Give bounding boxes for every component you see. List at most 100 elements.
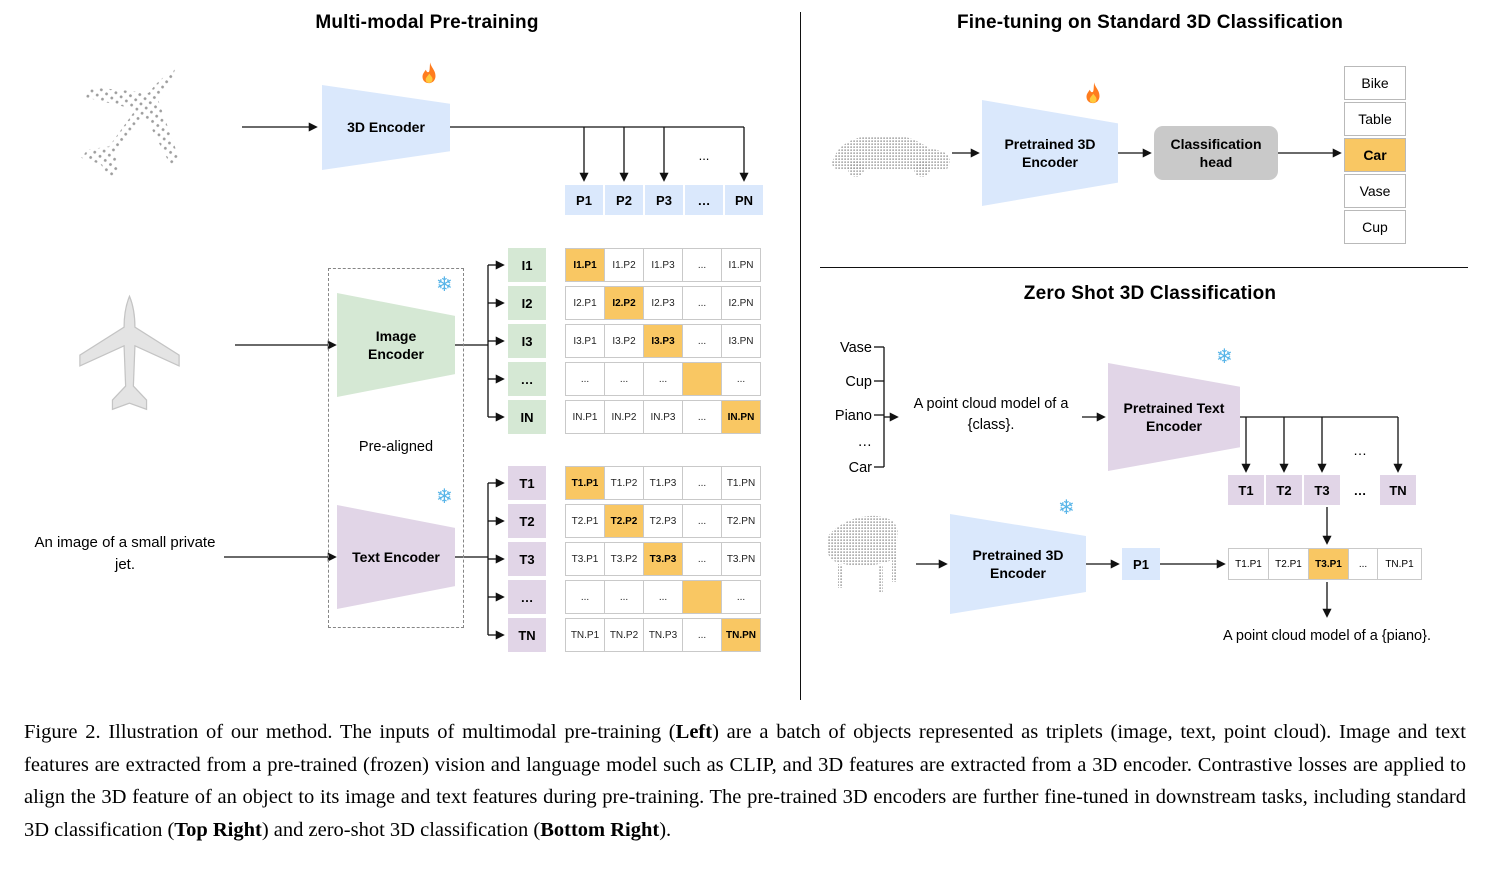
p-cell: P1 xyxy=(565,185,603,215)
matrix-cell: ... xyxy=(682,466,722,500)
class-cell: Table xyxy=(1344,102,1406,136)
i-cell: … xyxy=(508,362,546,396)
p-cell: PN xyxy=(725,185,763,215)
i-cell: I3 xyxy=(508,324,546,358)
caption-text: ). xyxy=(659,818,672,841)
result-cell: T1.P1 xyxy=(1228,548,1269,580)
matrix-cell: ... xyxy=(682,286,722,320)
figure-caption: Figure 2. Illustration of our method. Th… xyxy=(24,716,1466,846)
matrix-cell: T1.P3 xyxy=(643,466,683,500)
matrix-cell: T2.P1 xyxy=(565,504,605,538)
fire-icon xyxy=(1086,82,1100,104)
left-panel-arrows xyxy=(224,122,749,640)
caption-text: ) and zero-shot 3D classification ( xyxy=(261,818,541,841)
snowflake-icon: ❄ xyxy=(1058,495,1075,519)
matrix-cell: ... xyxy=(682,504,722,538)
result-cell: ... xyxy=(1348,548,1378,580)
matrix-cell: ... xyxy=(565,362,605,396)
matrix-cell: ... xyxy=(682,542,722,576)
car-point-cloud xyxy=(832,136,950,177)
ellipsis-label: … xyxy=(1353,442,1367,458)
snowflake-icon: ❄ xyxy=(436,484,453,508)
matrix-cell: ... xyxy=(682,618,722,652)
snowflake-icon: ❄ xyxy=(436,272,453,296)
p1-feature-cell: P1 xyxy=(1122,548,1160,580)
matrix-cell: T3.PN xyxy=(721,542,761,576)
class-cell: Vase xyxy=(1344,174,1406,208)
matrix-row: ............ xyxy=(565,580,761,614)
matrix-cell xyxy=(682,362,722,396)
prompt-template: A point cloud model of a {class}. xyxy=(913,396,1069,434)
matrix-cell: T2.P3 xyxy=(643,504,683,538)
vertical-divider xyxy=(800,12,801,700)
p-cell: P2 xyxy=(605,185,643,215)
class-cell: Car xyxy=(1344,138,1406,172)
t-cell: T2 xyxy=(508,504,546,538)
caption-bold-text: Bottom Right xyxy=(540,818,660,841)
class-cell: Cup xyxy=(1344,210,1406,244)
matrix-cell: ... xyxy=(565,580,605,614)
class-word: Car xyxy=(848,460,872,476)
left-panel-title: Multi-modal Pre-training xyxy=(315,12,539,33)
matrix-cell: I2.P3 xyxy=(643,286,683,320)
result-cell: T3.P1 xyxy=(1308,548,1349,580)
bottom-right-arrows xyxy=(874,346,1403,618)
result-cell: TN.P1 xyxy=(1377,548,1422,580)
matrix-cell: T3.P1 xyxy=(565,542,605,576)
p-cell: … xyxy=(685,185,723,215)
matrix-cell: ... xyxy=(604,580,644,614)
matrix-cell: I2.P1 xyxy=(565,286,605,320)
caption-bold-text: Top Right xyxy=(174,818,262,841)
class-cell: Bike xyxy=(1344,66,1406,100)
matrix-cell: TN.P1 xyxy=(565,618,605,652)
airplane-point-cloud xyxy=(81,69,179,182)
matrix-cell: T2.P2 xyxy=(604,504,644,538)
class-word-ellipsis: … xyxy=(857,434,873,450)
matrix-cell: T1.P2 xyxy=(604,466,644,500)
arrow-layer: ... … xyxy=(79,69,1403,640)
result-prompt: A point cloud model of a {piano}. xyxy=(1223,628,1431,644)
class-word: Cup xyxy=(845,374,872,390)
matrix-cell: IN.P2 xyxy=(604,400,644,434)
matrix-cell: I1.P1 xyxy=(565,248,605,282)
matrix-cell: I3.P2 xyxy=(604,324,644,358)
t-cell: TN xyxy=(508,618,546,652)
matrix-cell: TN.P3 xyxy=(643,618,683,652)
matrix-cell: I2.PN xyxy=(721,286,761,320)
matrix-cell: ... xyxy=(643,580,683,614)
matrix-cell: T1.P1 xyxy=(565,466,605,500)
caption-text: Figure 2. Illustration of our method. Th… xyxy=(24,721,676,743)
matrix-cell: T3.P2 xyxy=(604,542,644,576)
i-cell: I2 xyxy=(508,286,546,320)
matrix-cell: IN.P1 xyxy=(565,400,605,434)
i-cell: I1 xyxy=(508,248,546,282)
snowflake-icon: ❄ xyxy=(1216,344,1233,368)
t-cell: … xyxy=(508,580,546,614)
matrix-cell: I1.P2 xyxy=(604,248,644,282)
matrix-cell: I2.P2 xyxy=(604,286,644,320)
t-cell: TN xyxy=(1380,475,1416,505)
fire-icon xyxy=(422,62,436,84)
matrix-cell: ... xyxy=(604,362,644,396)
classification-head: Classification head xyxy=(1154,126,1278,180)
matrix-cell: T1.PN xyxy=(721,466,761,500)
matrix-cell: IN.P3 xyxy=(643,400,683,434)
piano-point-cloud xyxy=(828,515,898,592)
t-cell: T3 xyxy=(1304,475,1340,505)
i-cell: IN xyxy=(508,400,546,434)
matrix-cell: ... xyxy=(721,362,761,396)
airplane-photo xyxy=(79,294,180,411)
matrix-cell: I3.P1 xyxy=(565,324,605,358)
pre-aligned-label: Pre-aligned xyxy=(358,439,434,455)
